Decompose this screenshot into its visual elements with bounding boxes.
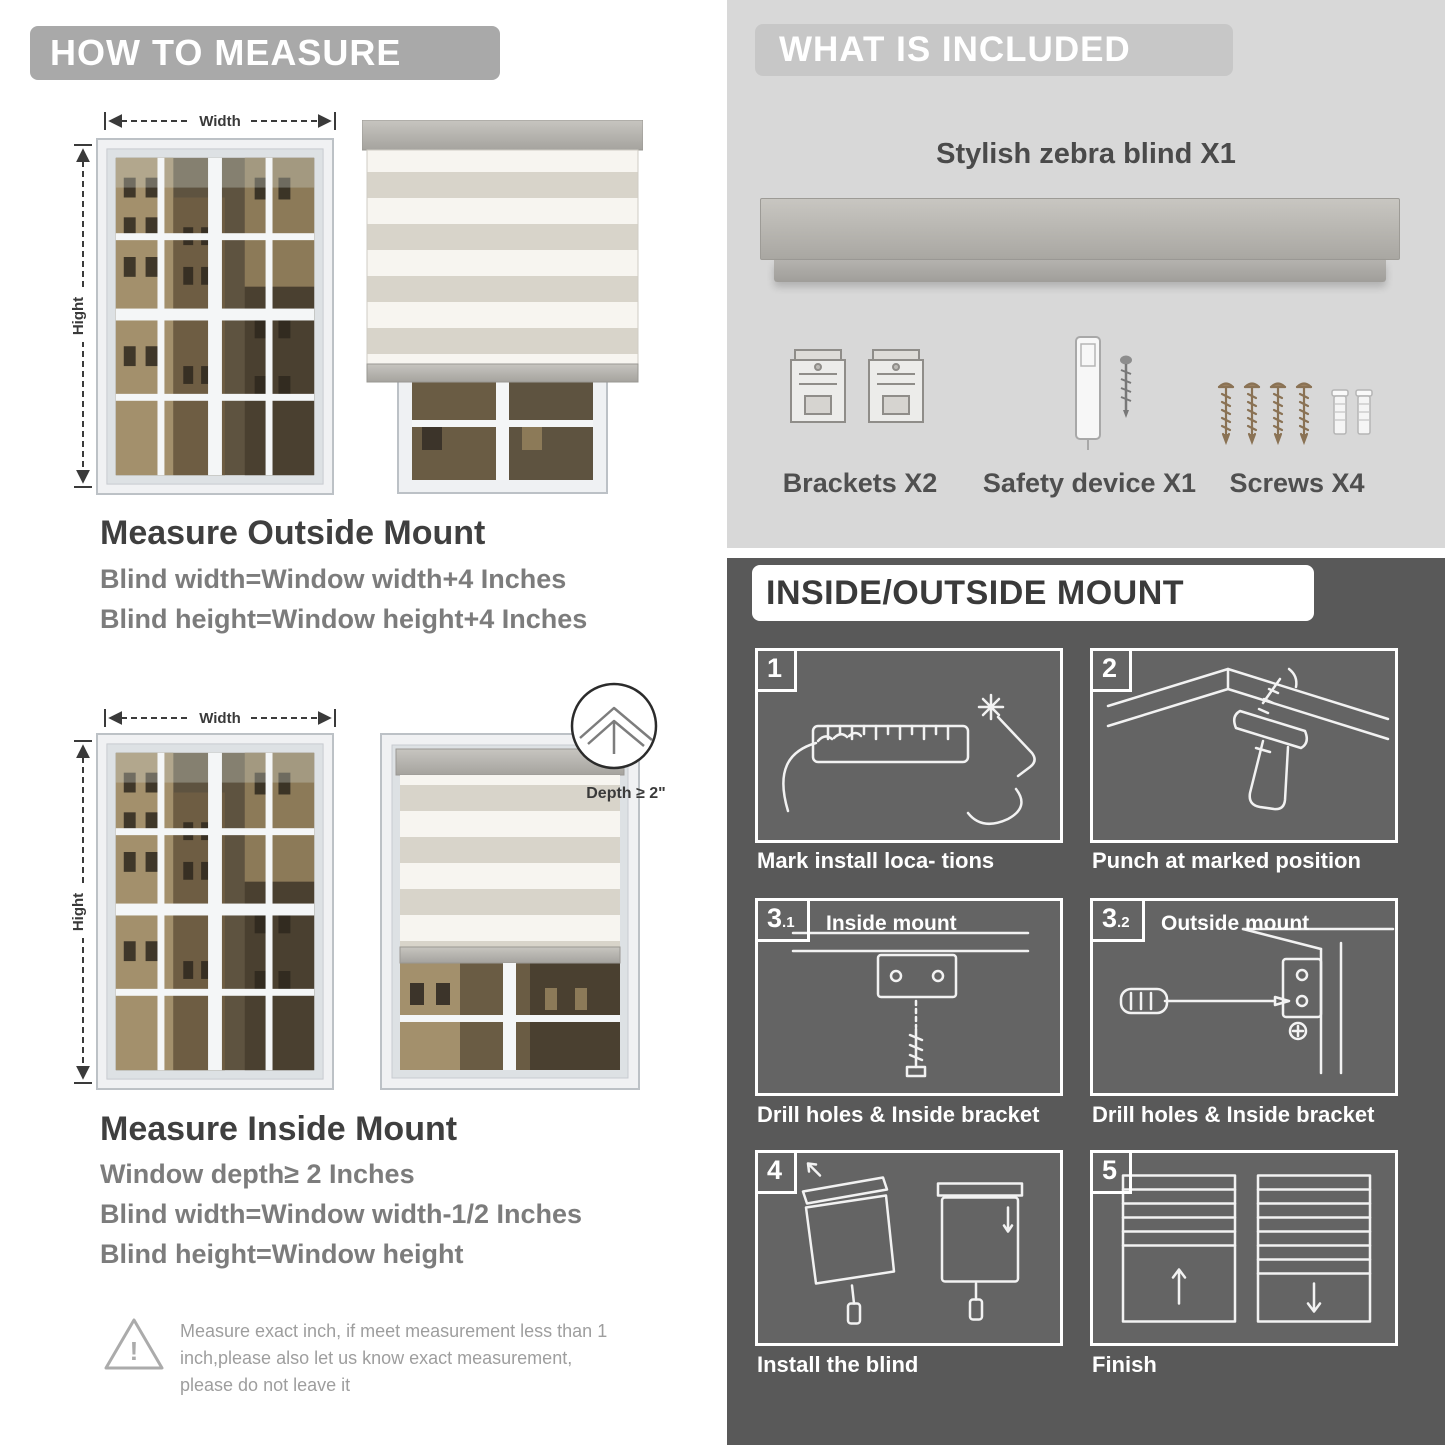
step-4-caption: Install the blind [757, 1352, 919, 1377]
inside-height-formula: Blind height=Window height [100, 1239, 464, 1269]
what-is-included-header: WHAT IS INCLUDED [755, 24, 1233, 76]
step-3-1-number: 3.1 [758, 901, 810, 943]
inside-bracket-illustration [791, 931, 1030, 1078]
step-4-number: 4 [758, 1153, 798, 1195]
step-2-caption: Punch at marked position [1092, 848, 1361, 873]
width-arrow-inside: Width [104, 707, 336, 729]
step-1-caption: Mark install loca- tions [757, 848, 995, 873]
width-arrow-label: Width [199, 113, 241, 130]
window-outside-illustration [95, 138, 335, 495]
depth-detail-magnifier: Depth ≥ 2" [570, 682, 666, 802]
step-3-2-title: Outside mount [1161, 912, 1310, 935]
finish-illustration [1121, 1174, 1372, 1323]
step-5-number: 5 [1093, 1153, 1133, 1195]
measure-outside-title: Measure Outside Mount [100, 514, 486, 552]
step-3-2-caption: Drill holes & Inside bracket [1092, 1102, 1375, 1127]
zebra-blind-outside-illustration [362, 120, 643, 494]
how-to-measure-header: HOW TO MEASURE [30, 26, 500, 80]
warning-icon: ! [104, 1318, 164, 1370]
mount-header: INSIDE/OUTSIDE MOUNT [752, 565, 1314, 621]
step-1-panel: 1 [755, 648, 1063, 843]
step-3-1-caption: Drill holes & Inside bracket [757, 1102, 1040, 1127]
step-3-2-number: 3.2 [1093, 901, 1145, 943]
width-arrow-label: Width [199, 710, 241, 727]
step-3-1-title: Inside mount [826, 912, 957, 935]
inside-width-formula: Blind width=Window width-1/2 Inches [100, 1199, 583, 1229]
step-3-1-panel: 3.1 Inside mount [755, 898, 1063, 1096]
brackets-label: Brackets X2 [782, 468, 938, 498]
blind-headrail-illustration [760, 198, 1400, 260]
height-arrow-label: Hight [70, 297, 87, 335]
screws-illustration [1217, 382, 1373, 444]
drill-illustration [1106, 667, 1390, 811]
height-arrow-inside: Hight [70, 740, 94, 1084]
window-inside-illustration [95, 733, 335, 1090]
outside-bracket-illustration [1119, 927, 1395, 1075]
width-arrow-outside: Width [104, 110, 336, 132]
inside-depth-rule: Window depth≥ 2 Inches [100, 1159, 415, 1189]
install-blind-illustration [801, 1162, 1024, 1325]
brackets-illustration [790, 349, 924, 423]
step-3-2-panel: 3.2 Outside mount [1090, 898, 1398, 1096]
step-2-number: 2 [1093, 651, 1133, 693]
step-2-panel: 2 [1090, 648, 1398, 843]
mark-locations-illustration [782, 693, 1036, 826]
svg-text:!: ! [130, 1336, 139, 1366]
blind-headrail-bottom-lip [774, 260, 1386, 282]
step-1-number: 1 [758, 651, 798, 693]
depth-label: Depth ≥ 2" [586, 785, 665, 802]
height-arrow-outside: Hight [70, 144, 94, 488]
step-5-panel: 5 [1090, 1150, 1398, 1346]
height-arrow-label: Hight [70, 893, 87, 931]
included-blind-label: Stylish zebra blind X1 [936, 138, 1236, 170]
outside-width-formula: Blind width=Window width+4 Inches [100, 564, 567, 594]
measure-inside-title: Measure Inside Mount [100, 1110, 458, 1148]
step-4-panel: 4 [755, 1150, 1063, 1346]
outside-height-formula: Blind height=Window height+4 Inches [100, 604, 588, 634]
measurement-warning-note: Measure exact inch, if meet measurement … [180, 1321, 608, 1395]
safety-device-illustration [1075, 336, 1132, 450]
step-5-caption: Finish [1092, 1352, 1157, 1377]
screws-label: Screws X4 [1229, 468, 1365, 498]
safety-device-label: Safety device X1 [982, 468, 1197, 498]
